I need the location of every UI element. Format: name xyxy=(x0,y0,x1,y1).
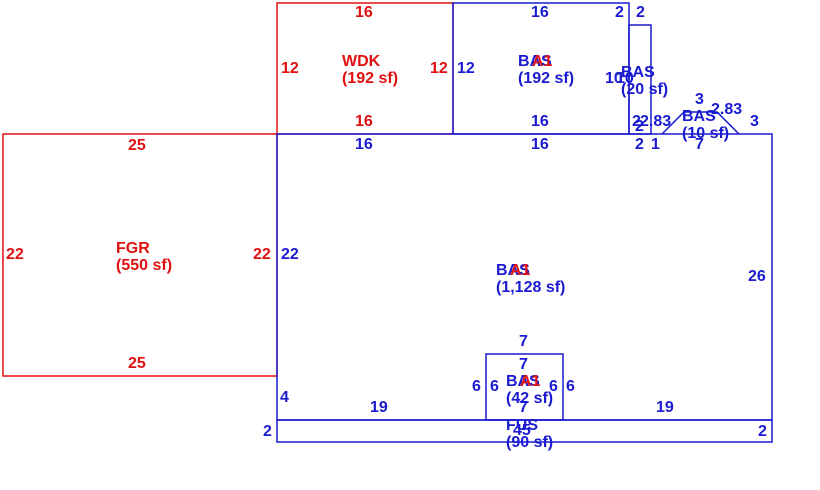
bas-main-code: BAS xyxy=(496,262,530,279)
fus-code: FUS xyxy=(506,417,538,434)
bas-bay-outline xyxy=(661,111,740,135)
bas-narrow-code: BAS xyxy=(621,64,655,81)
bas-main-dim-bottom-right: 19 xyxy=(656,399,674,416)
bas-main-area: (1,128 sf) xyxy=(496,279,566,296)
bas-narrow-dim-bottom2: 2 xyxy=(635,118,644,135)
bas-main-dim-top-left: 16 xyxy=(355,136,373,153)
wdk-label: WDK (192 sf) xyxy=(342,53,398,87)
fgr-code: FGR xyxy=(116,240,150,257)
bas-narrow-dim-top: 2 xyxy=(615,4,624,21)
bas-small-dim-left: 6 xyxy=(472,378,481,395)
bas-main-dim-top-mid: 16 xyxy=(531,136,549,153)
fus-dim-left: 2 xyxy=(263,423,272,440)
bas-narrow-dim-left: 10 xyxy=(616,70,634,87)
bas-upper-label: BAS A1 (192 sf) xyxy=(518,53,574,87)
bas-upper-dim-left: 12 xyxy=(457,60,475,77)
bas-small-overlap-code: A1 xyxy=(520,373,541,390)
fgr-label: FGR (550 sf) xyxy=(116,240,172,274)
wdk-dim-right: 12 xyxy=(430,60,448,77)
bas-upper-overlap-code: A1 xyxy=(532,53,553,70)
bas-small-dim-right: 6 xyxy=(566,378,575,395)
bas-upper-area: (192 sf) xyxy=(518,70,575,87)
bas-bay-label: BAS (10 sf) xyxy=(682,108,729,142)
bas-small-code: BAS xyxy=(506,373,540,390)
fus-dim-right: 2 xyxy=(758,423,767,440)
bas-bay-code: BAS xyxy=(682,108,716,125)
bas-main-dim-bottom-left: 19 xyxy=(370,399,388,416)
fus-area: (90 sf) xyxy=(506,434,554,451)
bas-main-dim-top-narrow: 2 xyxy=(635,136,644,153)
bas-bay-dim-bottom: 7 xyxy=(695,136,704,153)
fus-label: FUS (90 sf) xyxy=(506,417,553,451)
bas-main-overlap-code: A1 xyxy=(510,262,531,279)
wdk-dim-left: 12 xyxy=(281,60,299,77)
bas-upper-code: BAS xyxy=(518,53,552,70)
bas-main-label: BAS A1 (1,128 sf) xyxy=(496,262,565,296)
bas-narrow-dim-top2: 2 xyxy=(636,4,645,21)
bas-main-dim-left: 22 xyxy=(281,246,299,263)
bas-small-dim-top-inner: 7 xyxy=(519,356,528,373)
bas-narrow-area: (20 sf) xyxy=(621,81,669,98)
fgr-dim-left: 22 xyxy=(6,246,24,263)
fus-dim-bottom: 45 xyxy=(513,422,531,439)
bas-small-dim-right-inner: 6 xyxy=(549,378,558,395)
wdk-dim-bottom: 16 xyxy=(355,113,373,130)
bas-bay-dim-diagonal2: 2.83 xyxy=(711,101,743,118)
fgr-dim-bottom: 25 xyxy=(128,355,146,372)
bas-small-area: (42 sf) xyxy=(506,390,554,407)
bas-bay-area: (10 sf) xyxy=(682,125,730,142)
bas-small-dim-left-inner: 6 xyxy=(490,378,499,395)
fgr-area: (550 sf) xyxy=(116,257,173,274)
bas-upper-dim-right: 10 xyxy=(605,70,623,87)
wdk-area: (192 sf) xyxy=(342,70,399,87)
bas-small-dim-top: 7 xyxy=(519,333,528,350)
bas-narrow-dim-bottom: 2 xyxy=(632,113,641,130)
bas-narrow-label: BAS (20 sf) xyxy=(621,64,668,98)
wdk-code: WDK xyxy=(342,53,381,70)
fus-outline xyxy=(276,419,773,443)
bas-bay-dim-right: 3 xyxy=(750,113,759,130)
bas-main-dim-left-lower: 4 xyxy=(280,389,289,406)
wdk-dim-top: 16 xyxy=(355,4,373,21)
bas-small-dim-bottom: 7 xyxy=(519,399,528,416)
bas-upper-dim-top: 16 xyxy=(531,4,549,21)
bas-main-dim-top-bay: 1 xyxy=(651,136,660,153)
bas-bay-dim-top: 3 xyxy=(695,91,704,108)
bas-bay-dim-diagonal: 2.83 xyxy=(640,113,672,130)
bas-upper-dim-bottom: 16 xyxy=(531,113,549,130)
fgr-dim-top: 25 xyxy=(128,137,146,154)
bas-small-label: BAS A1 (42 sf) xyxy=(506,373,553,407)
bas-main-dim-right: 26 xyxy=(748,268,766,285)
fgr-dim-right: 22 xyxy=(253,246,271,263)
